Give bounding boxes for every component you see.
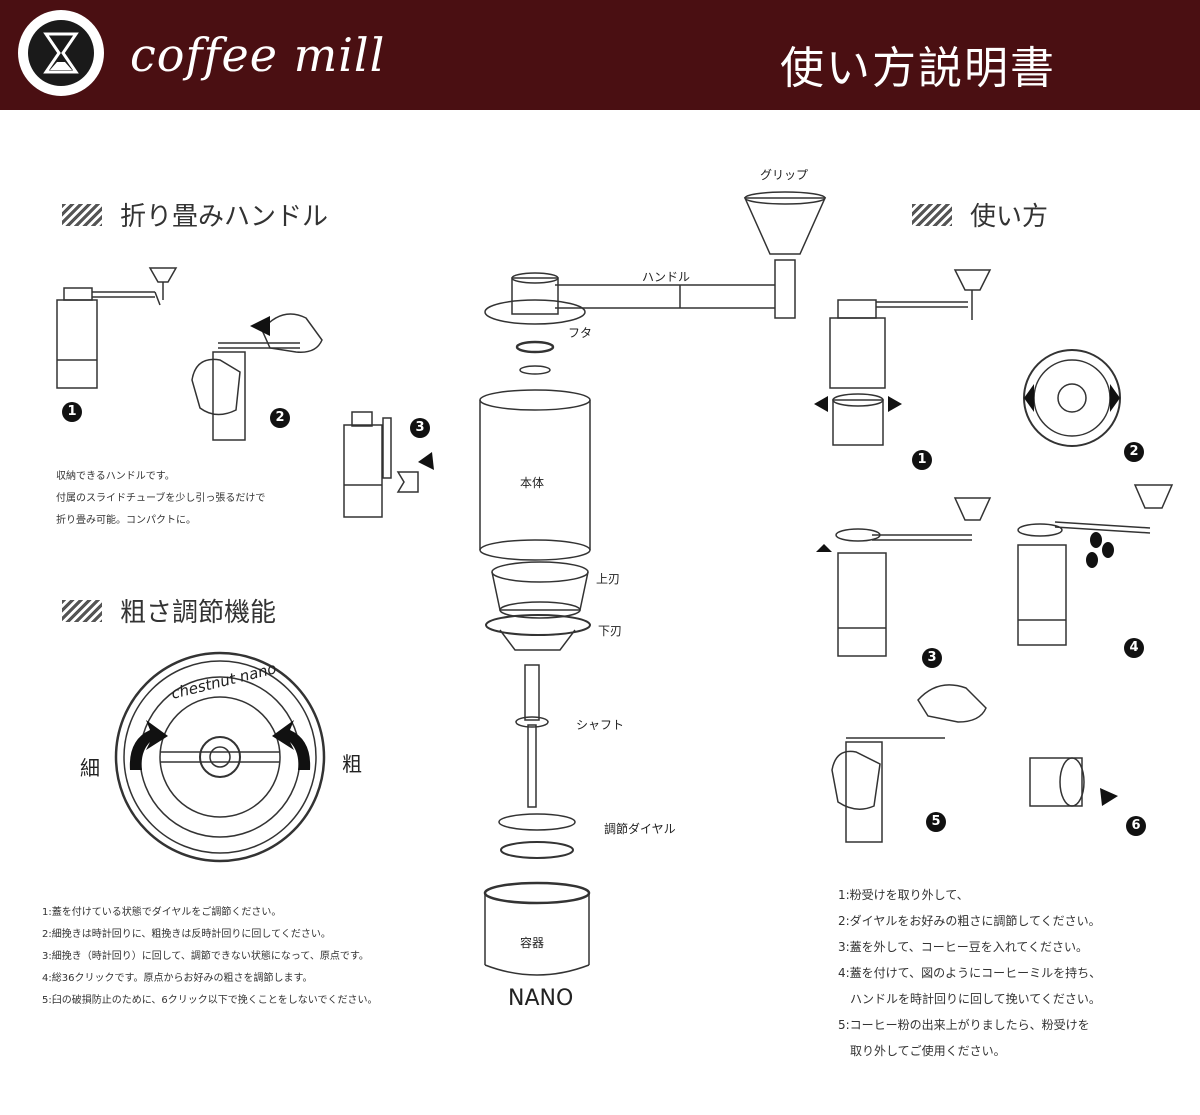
section-header-usage: 使い方 bbox=[912, 196, 1048, 233]
coarse-label: 粗 bbox=[342, 752, 362, 776]
section-header-coarseness: 粗さ調節機能 bbox=[62, 592, 276, 629]
note-line: 取り外してご使用ください。 bbox=[838, 1044, 1006, 1058]
part-label-lower-blade: 下刃 bbox=[598, 624, 623, 638]
usage-step-3: 3 bbox=[922, 648, 942, 668]
part-label-body: 本体 bbox=[520, 476, 545, 490]
part-label-upper-blade: 上刃 bbox=[596, 572, 621, 586]
note-line: 3:蓋を外して、コーヒー豆を入れてください。 bbox=[838, 940, 1088, 954]
note-line: 2:細挽きは時計回りに、粗挽きは反時計回りに回してください。 bbox=[42, 929, 331, 940]
note-line: 1:粉受けを取り外して、 bbox=[838, 888, 969, 902]
hatch-icon bbox=[62, 203, 102, 226]
usage-step-4: 4 bbox=[1124, 638, 1144, 658]
hatch-icon bbox=[912, 203, 952, 226]
note-line: 折り畳み可能。コンパクトに。 bbox=[56, 515, 196, 526]
coarseness-notes: 1:蓋を付けている状態でダイヤルをご調節ください。 2:細挽きは時計回りに、粗挽… bbox=[42, 902, 378, 1012]
usage-step-6: 6 bbox=[1126, 816, 1146, 836]
section-header-folding-handle: 折り畳みハンドル bbox=[62, 196, 328, 233]
note-line: 1:蓋を付けている状態でダイヤルをご調節ください。 bbox=[42, 907, 282, 918]
step-number-3: 3 bbox=[410, 418, 430, 438]
step-number-2: 2 bbox=[270, 408, 290, 428]
usage-step-2: 2 bbox=[1124, 442, 1144, 462]
note-line: 3:細挽き（時計回り）に回して、調節できない状態になって、原点です。 bbox=[42, 951, 369, 962]
part-label-handle: ハンドル bbox=[642, 270, 691, 284]
note-line: 5:臼の破損防止のために、6クリック以下で挽くことをしないでください。 bbox=[42, 995, 378, 1006]
note-line: ハンドルを時計回りに回して挽いてください。 bbox=[838, 992, 1101, 1006]
hatch-icon bbox=[62, 599, 102, 622]
note-line: 収納できるハンドルです。 bbox=[56, 471, 175, 482]
section-title: 粗さ調節機能 bbox=[120, 598, 277, 628]
note-line: 4:蓋を付けて、図のようにコーヒーミルを持ち、 bbox=[838, 966, 1102, 980]
note-line: 付属のスライドチューブを少し引っ張るだけで bbox=[56, 493, 266, 504]
note-line: 4:総36クリックです。原点からお好みの粗さを調節します。 bbox=[42, 973, 313, 984]
model-label: NANO bbox=[508, 986, 574, 1011]
usage-step-1: 1 bbox=[912, 450, 932, 470]
folding-notes: 収納できるハンドルです。 付属のスライドチューブを少し引っ張るだけで 折り畳み可… bbox=[56, 466, 265, 532]
usage-step-5: 5 bbox=[926, 812, 946, 832]
part-label-container: 容器 bbox=[520, 936, 545, 950]
part-label-grip: グリップ bbox=[760, 168, 809, 182]
header-bar bbox=[0, 0, 1200, 110]
part-label-shaft: シャフト bbox=[576, 718, 625, 732]
hourglass-icon bbox=[28, 20, 94, 86]
note-line: 5:コーヒー粉の出来上がりましたら、粉受けを bbox=[838, 1018, 1090, 1032]
brand-name: coffee mill bbox=[130, 28, 386, 82]
document-title: 使い方説明書 bbox=[780, 43, 1056, 94]
section-title: 折り畳みハンドル bbox=[120, 202, 329, 232]
note-line: 2:ダイヤルをお好みの粗さに調節してください。 bbox=[838, 914, 1101, 928]
step-number-1: 1 bbox=[62, 402, 82, 422]
section-title: 使い方 bbox=[970, 202, 1049, 232]
usage-notes: 1:粉受けを取り外して、 2:ダイヤルをお好みの粗さに調節してください。 3:蓋… bbox=[838, 882, 1101, 1064]
part-label-lid: フタ bbox=[568, 326, 593, 340]
part-label-dial: 調節ダイヤル bbox=[604, 822, 676, 836]
fine-label: 細 bbox=[80, 756, 100, 780]
